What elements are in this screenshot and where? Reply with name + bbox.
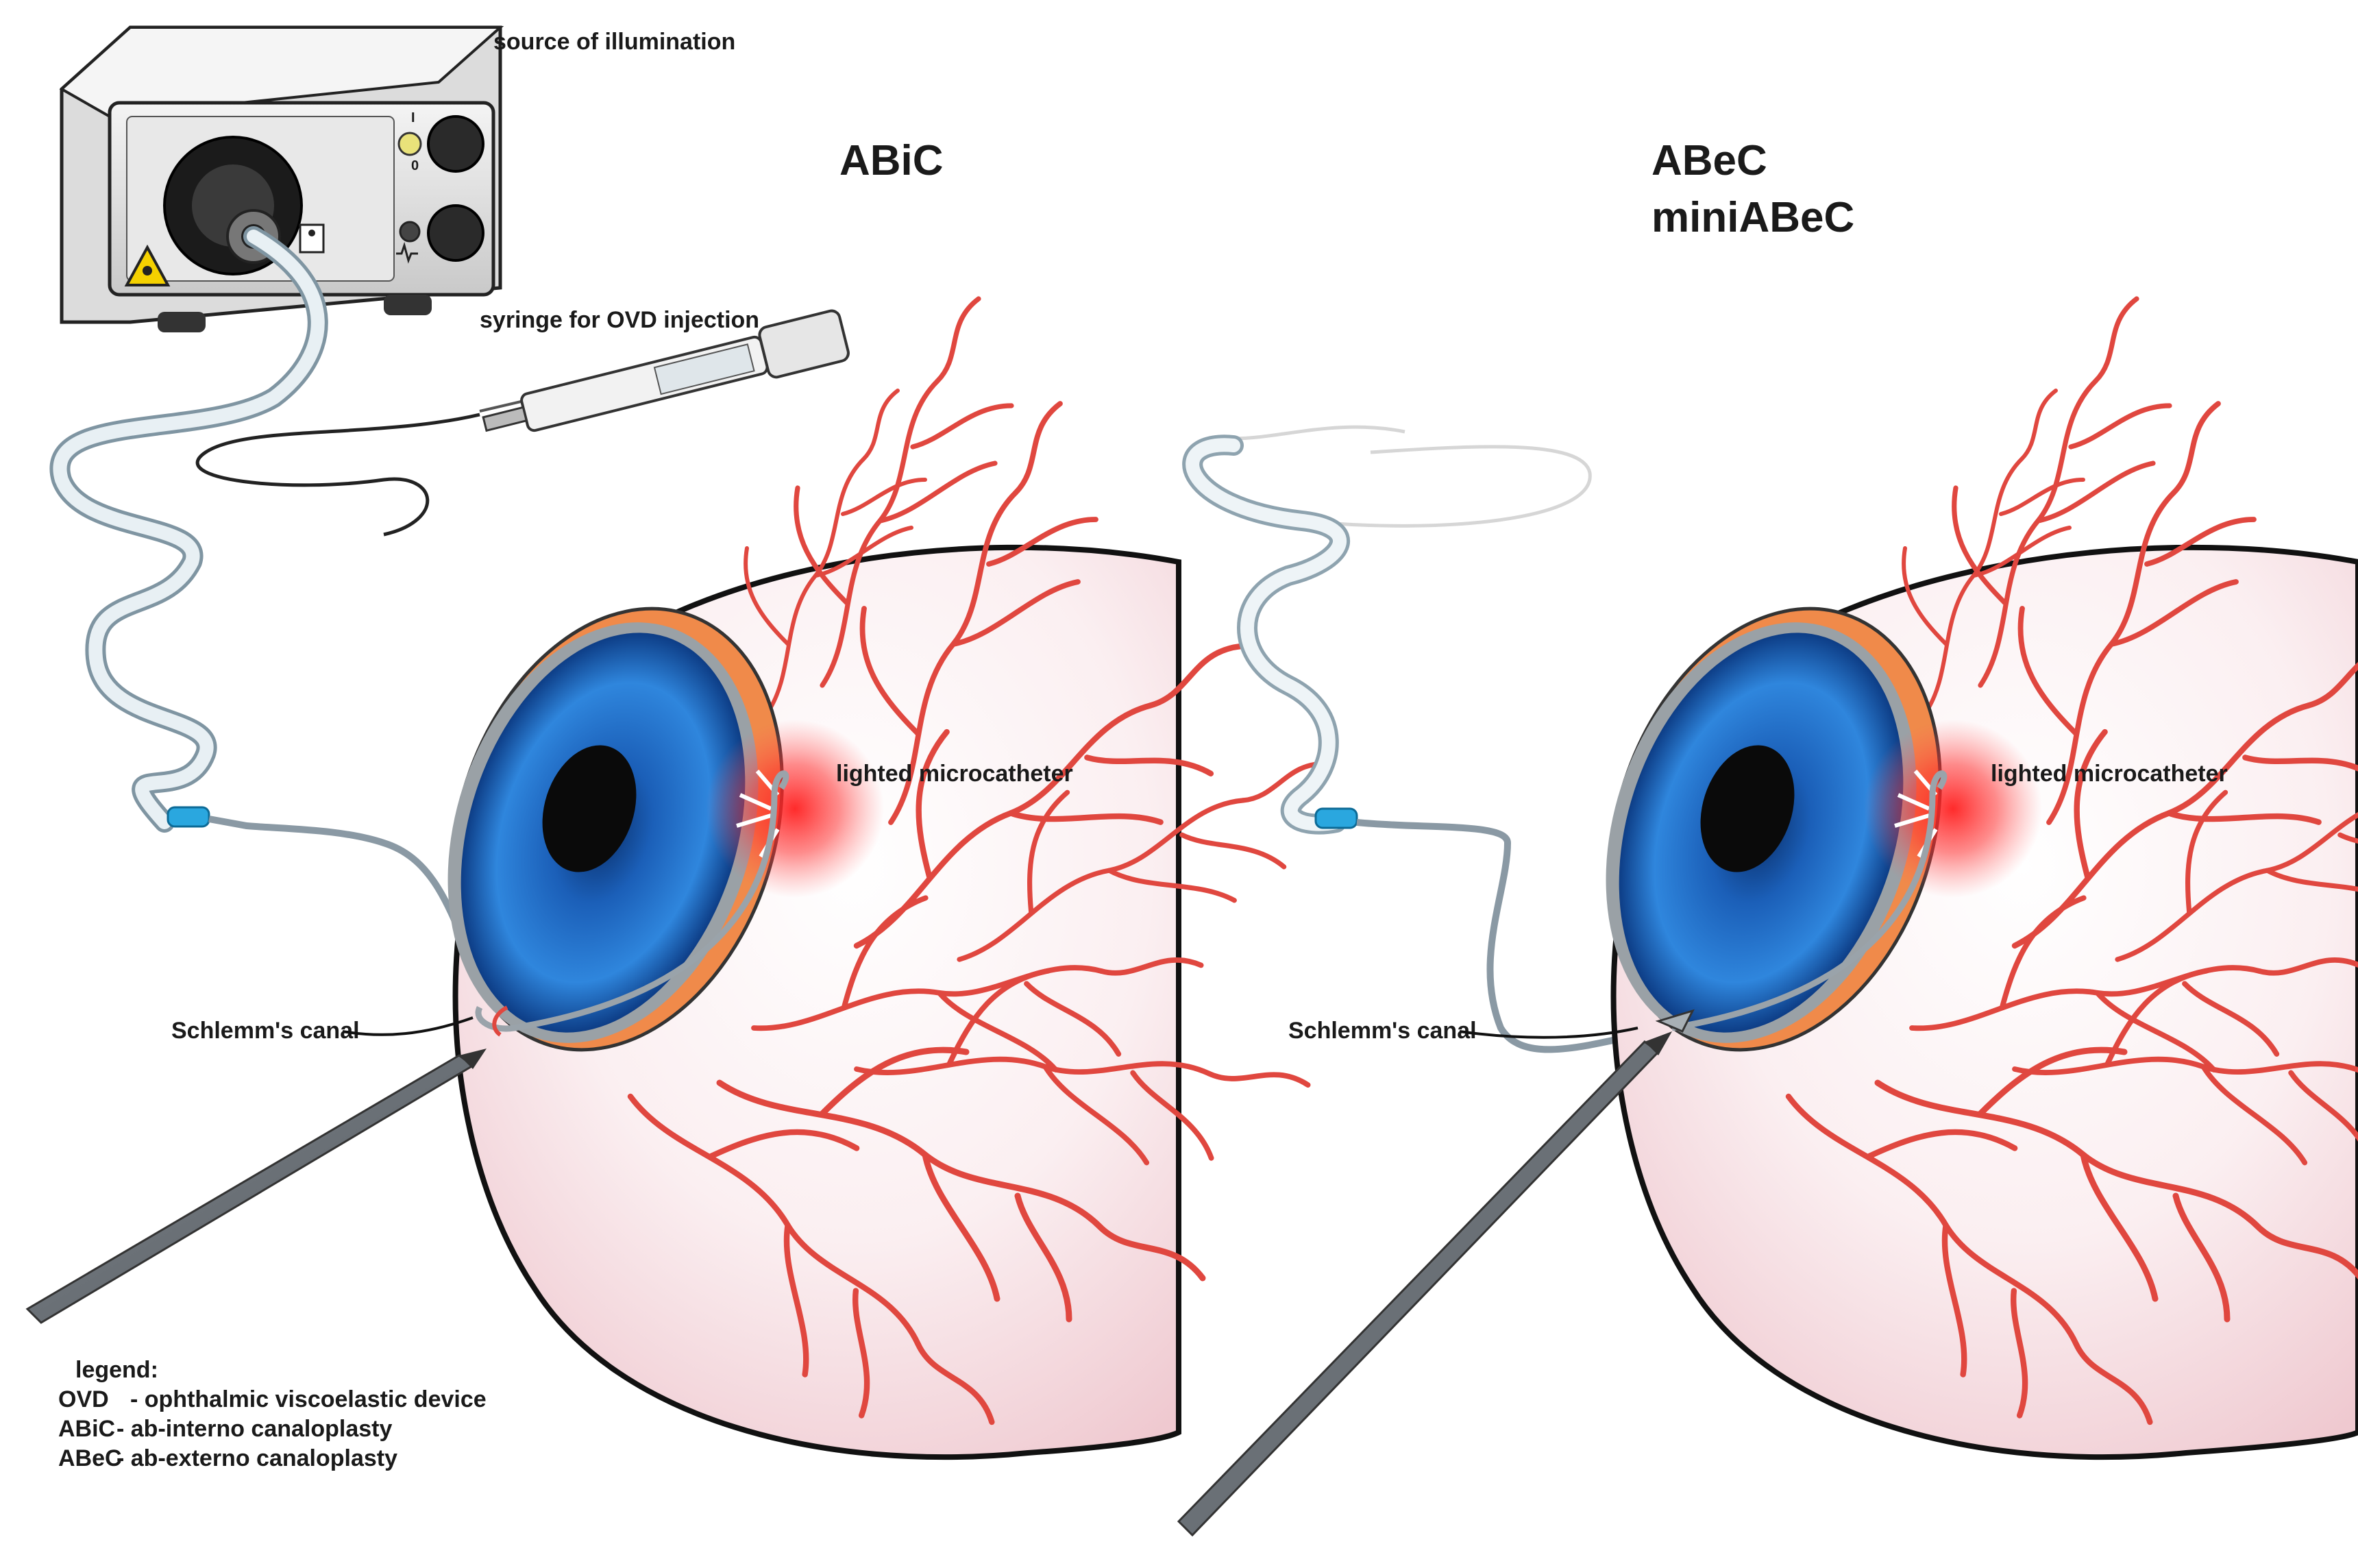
catheter-connector — [167, 806, 210, 828]
catheter-connector-right — [1314, 807, 1358, 829]
legend-abbr-abic: ABiC — [58, 1416, 115, 1442]
source-label: source of illumination — [493, 29, 735, 55]
pulse-icon — [399, 221, 421, 243]
microcatheter-glow-right — [1864, 720, 2042, 898]
legend-heading: legend: — [75, 1357, 158, 1383]
illumination-source-device: I 0 — [59, 25, 504, 332]
microcatheter-label-right: lighted microcatheter — [1991, 761, 2228, 787]
eyeball-right — [1606, 299, 2358, 1458]
right-panel: ABeC miniABeC lighted microcatheter Schl… — [1177, 137, 2358, 1537]
microcatheter-glow — [706, 720, 884, 898]
schlemm-label-right: Schlemm's canal — [1288, 1018, 1477, 1044]
warning-triangle-icon — [124, 244, 171, 286]
title-right-1: ABeC — [1651, 137, 1767, 184]
legend-text-abec: - ab-externo canaloplasty — [116, 1445, 397, 1471]
panel-mark-off: 0 — [411, 158, 419, 173]
lighted-microcatheter-right — [1671, 770, 1948, 1031]
eyeball-left — [447, 299, 1353, 1458]
person-symbol-icon — [299, 223, 325, 254]
microcatheter-label-left: lighted microcatheter — [836, 761, 1073, 787]
legend: legend: OVD - ophthalmic viscoelastic de… — [58, 1357, 487, 1471]
title-right-2: miniABeC — [1651, 194, 1854, 241]
ovd-tube — [195, 413, 480, 537]
schlemm-label-left: Schlemm's canal — [171, 1018, 360, 1044]
title-left: ABiC — [839, 137, 944, 184]
lighted-microcatheter — [475, 770, 789, 1032]
left-panel: I 0 source of illumination — [25, 25, 1353, 1458]
needle-right — [1177, 1031, 1672, 1537]
light-bulb-icon — [397, 132, 422, 156]
intensity-button[interactable] — [427, 204, 484, 262]
legend-abbr-ovd: OVD — [58, 1386, 109, 1412]
legend-text-ovd: - ophthalmic viscoelastic device — [130, 1386, 487, 1412]
needle-left — [25, 1049, 487, 1324]
panel-mark-on: I — [411, 110, 415, 125]
power-button[interactable] — [427, 115, 484, 173]
legend-text-abic: - ab-interno canaloplasty — [116, 1416, 392, 1442]
legend-abbr-abec: ABeC — [58, 1445, 122, 1471]
syringe-label: syringe for OVD injection — [480, 307, 759, 333]
pupil-left — [542, 745, 637, 872]
pupil-right — [1700, 745, 1795, 872]
syringe — [479, 309, 850, 432]
